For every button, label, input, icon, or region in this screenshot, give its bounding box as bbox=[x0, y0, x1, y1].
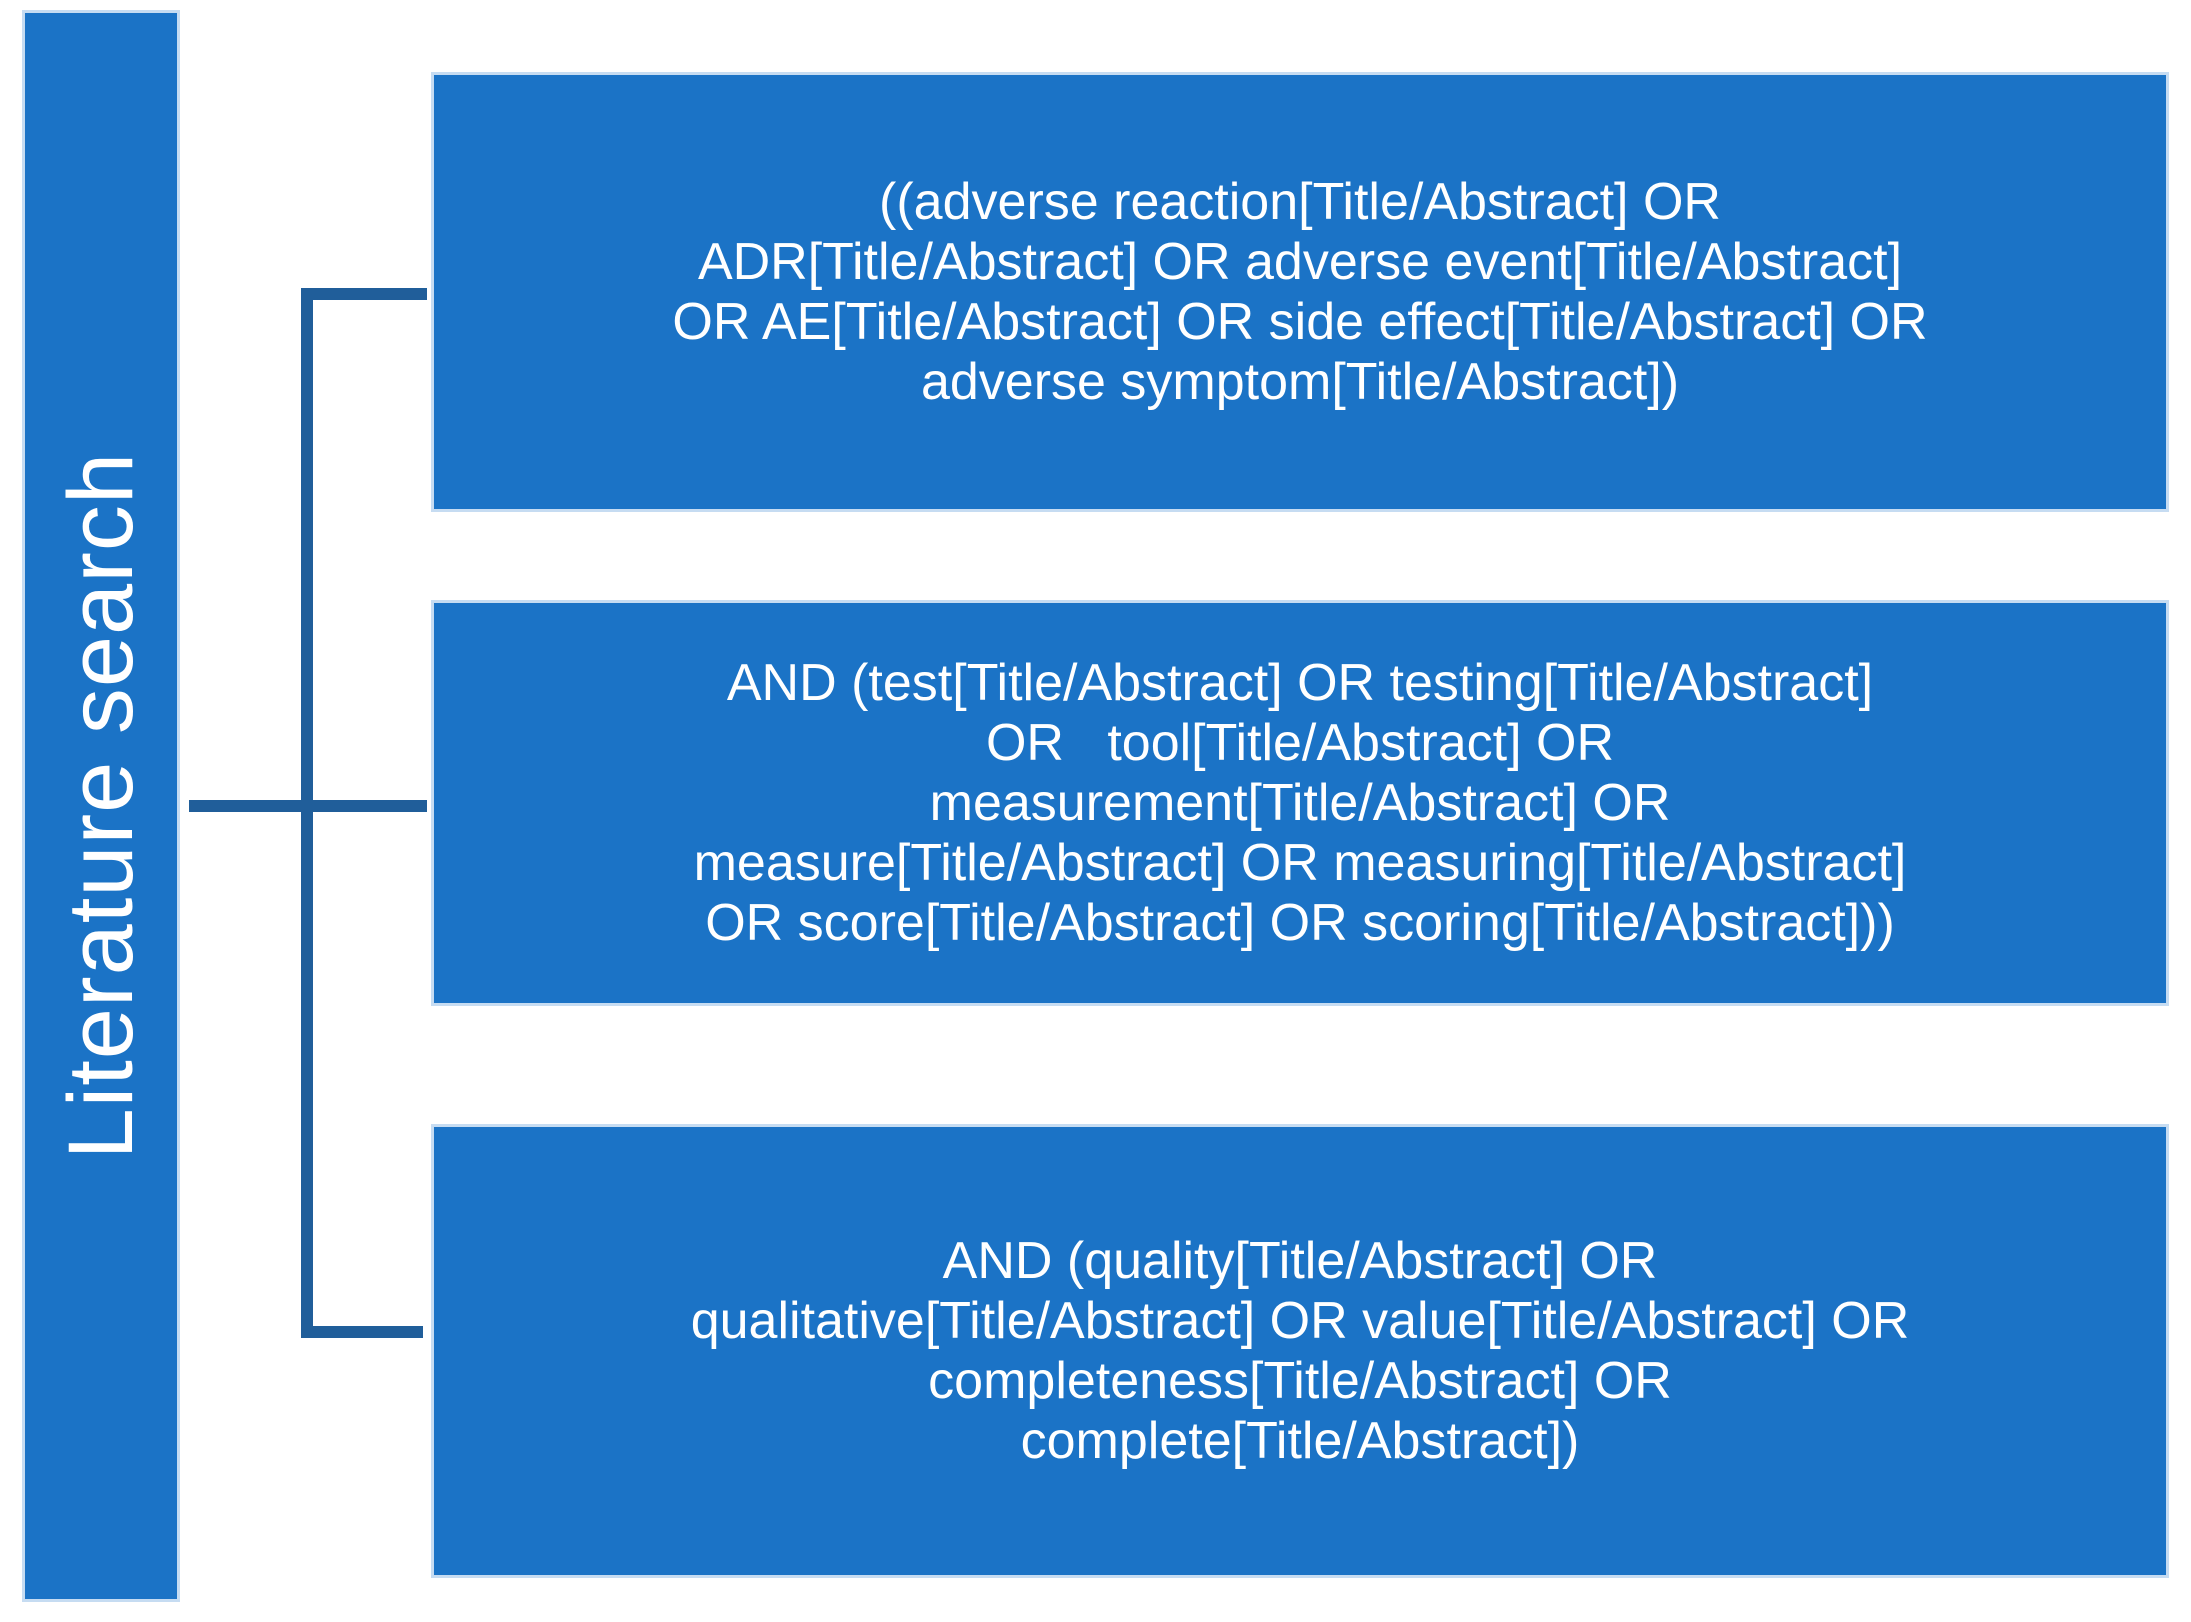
connector-top-branch-line bbox=[301, 288, 427, 300]
query-text-line: OR tool[Title/Abstract] OR bbox=[985, 714, 1614, 772]
query-text-line: qualitative[Title/Abstract] OR value[Tit… bbox=[690, 1292, 1910, 1350]
query-box-measurement-terms: AND (test[Title/Abstract] OR testing[Tit… bbox=[431, 600, 2169, 1006]
query-text-line: complete[Title/Abstract]) bbox=[1020, 1412, 1580, 1470]
query-text-line: AND (test[Title/Abstract] OR testing[Tit… bbox=[726, 654, 1874, 712]
query-box-quality-terms: AND (quality[Title/Abstract] OR qualitat… bbox=[431, 1124, 2169, 1578]
query-text-line: measurement[Title/Abstract] OR bbox=[929, 774, 1671, 832]
connector-trunk-line bbox=[301, 288, 313, 1338]
query-text-line: completeness[Title/Abstract] OR bbox=[928, 1352, 1672, 1410]
query-box-adverse-terms: ((adverse reaction[Title/Abstract] OR AD… bbox=[431, 72, 2169, 512]
query-text-line: OR score[Title/Abstract] OR scoring[Titl… bbox=[705, 894, 1895, 952]
sidebar-label: Literature search bbox=[49, 452, 152, 1160]
query-text-line: measure[Title/Abstract] OR measuring[Tit… bbox=[693, 834, 1907, 892]
query-text-line: adverse symptom[Title/Abstract]) bbox=[920, 353, 1680, 411]
query-text-line: AND (quality[Title/Abstract] OR bbox=[942, 1232, 1658, 1290]
query-text-line: OR AE[Title/Abstract] OR side effect[Tit… bbox=[672, 293, 1928, 351]
query-text-line: ((adverse reaction[Title/Abstract] OR bbox=[879, 173, 1721, 231]
connector-middle-branch-line bbox=[189, 800, 427, 812]
literature-search-bar: Literature search bbox=[22, 10, 180, 1602]
query-text-line: ADR[Title/Abstract] OR adverse event[Tit… bbox=[697, 233, 1903, 291]
connector-bottom-branch-line bbox=[301, 1326, 423, 1338]
